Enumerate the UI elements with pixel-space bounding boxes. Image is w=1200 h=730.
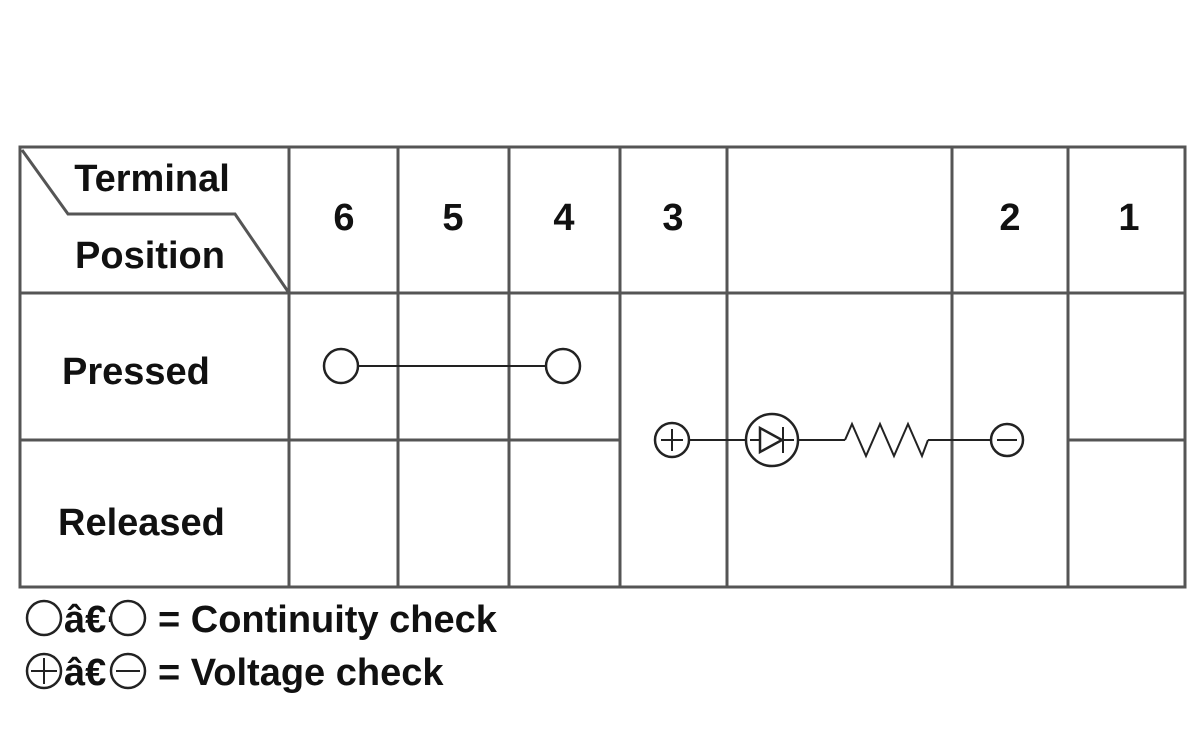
- open-circle-icon: [25, 599, 63, 637]
- legend-continuity-prefix: â€·: [64, 599, 119, 641]
- terminal-3: 3: [662, 197, 683, 239]
- terminal-2: 2: [999, 197, 1020, 239]
- table-border: [18, 145, 1187, 589]
- terminal-4: 4: [553, 197, 574, 239]
- header-terminal: Terminal: [74, 158, 230, 200]
- terminal-6: 6: [333, 197, 354, 239]
- table-grid: [18, 145, 1187, 589]
- resistor-icon: [844, 421, 929, 459]
- plus-circle-icon: [653, 421, 691, 459]
- diode-icon: [744, 412, 800, 468]
- open-circle-icon: [322, 347, 360, 385]
- row-label-released: Released: [58, 502, 225, 544]
- legend-voltage: â€ = Voltage check: [25, 652, 444, 694]
- open-circle-icon: [109, 599, 147, 637]
- legend-voltage-text: = Voltage check: [158, 652, 444, 694]
- minus-circle-icon: [109, 652, 147, 690]
- legend-continuity: â€· = Continuity check: [25, 599, 498, 641]
- plus-circle-icon: [25, 652, 63, 690]
- continuity-link-6-4: [322, 347, 582, 385]
- terminal-5: 5: [442, 197, 463, 239]
- row-label-pressed: Pressed: [62, 351, 210, 393]
- open-circle-icon: [544, 347, 582, 385]
- header-position: Position: [75, 235, 225, 277]
- legend-voltage-prefix: â€: [64, 652, 106, 694]
- minus-circle-icon: [989, 422, 1025, 458]
- header-diagonal: [20, 149, 291, 294]
- terminal-1: 1: [1118, 197, 1139, 239]
- voltage-link-3-2: [653, 412, 1025, 468]
- legend-continuity-text: = Continuity check: [158, 599, 498, 641]
